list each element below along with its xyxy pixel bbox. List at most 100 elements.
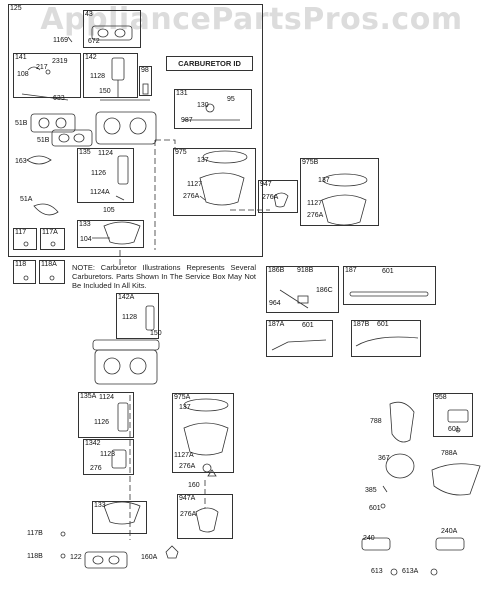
label-142A: 142A bbox=[118, 294, 135, 301]
part-276A-b: 276A bbox=[307, 212, 324, 219]
part-385: 385 bbox=[365, 487, 377, 494]
watermark: AppliancePartsPros.com bbox=[40, 2, 463, 37]
label-133: 133 bbox=[79, 221, 91, 228]
label-43: 43 bbox=[85, 11, 93, 18]
box-947A bbox=[177, 494, 233, 539]
part-137-b: 137 bbox=[318, 177, 330, 184]
part-108: 108 bbox=[17, 71, 29, 78]
box-187 bbox=[343, 266, 436, 305]
label-187A: 187A bbox=[268, 321, 285, 328]
part-137: 137 bbox=[197, 157, 209, 164]
box-118 bbox=[13, 260, 36, 284]
part-918B: 918B bbox=[297, 267, 314, 274]
part-95: 95 bbox=[227, 96, 235, 103]
part-367: 367 bbox=[378, 455, 390, 462]
box-975 bbox=[173, 148, 256, 216]
part-672: 672 bbox=[88, 38, 100, 45]
part-276A-c: 276A bbox=[179, 463, 196, 470]
part-276A-947: 276A bbox=[262, 194, 279, 201]
label-98: 98 bbox=[141, 67, 149, 74]
box-133 bbox=[77, 220, 144, 248]
part-150: 150 bbox=[99, 88, 111, 95]
part-118B: 118B bbox=[27, 553, 43, 560]
part-122: 122 bbox=[70, 554, 82, 561]
part-117B: 117B bbox=[27, 530, 43, 537]
part-137-c: 137 bbox=[179, 404, 191, 411]
part-1127-b: 1127 bbox=[307, 200, 323, 207]
part-1126-b: 1126 bbox=[94, 419, 110, 426]
part-788A: 788A bbox=[441, 450, 458, 457]
label-947A: 947A bbox=[179, 495, 196, 502]
part-276A-d: 276A bbox=[180, 511, 197, 518]
part-1124: 1124 bbox=[98, 150, 114, 157]
box-187A bbox=[266, 320, 333, 357]
box-1342 bbox=[83, 439, 134, 475]
label-975A: 975A bbox=[174, 394, 191, 401]
part-601-b: 601 bbox=[369, 505, 381, 512]
box-117 bbox=[13, 228, 37, 250]
box-958 bbox=[433, 393, 473, 437]
label-118A: 118A bbox=[41, 261, 57, 268]
label-187: 187 bbox=[345, 267, 357, 274]
label-125: 125 bbox=[10, 5, 22, 12]
part-601-187A: 601 bbox=[302, 322, 314, 329]
part-613: 613 bbox=[371, 568, 383, 575]
part-1128-b: 1128 bbox=[122, 314, 138, 321]
label-142: 142 bbox=[85, 54, 97, 61]
box-98 bbox=[139, 66, 152, 96]
box-117A bbox=[40, 228, 65, 250]
part-51A: 51A bbox=[20, 196, 33, 203]
label-141: 141 bbox=[15, 54, 27, 61]
label-118: 118 bbox=[15, 261, 27, 268]
part-104: 104 bbox=[80, 236, 92, 243]
box-947 bbox=[258, 180, 298, 213]
label-187B: 187B bbox=[353, 321, 370, 328]
box-43 bbox=[83, 10, 141, 48]
part-1127A: 1127A bbox=[174, 452, 194, 459]
label-1342: 1342 bbox=[85, 440, 101, 447]
label-135: 135 bbox=[79, 149, 91, 156]
part-601-187B: 601 bbox=[377, 321, 389, 328]
box-975B bbox=[300, 158, 379, 226]
box-135 bbox=[77, 148, 134, 203]
part-160A: 160A bbox=[141, 554, 158, 561]
part-1169: 1169 bbox=[53, 37, 69, 44]
box-133-lower bbox=[92, 501, 147, 534]
part-1127: 1127 bbox=[187, 181, 203, 188]
part-186C: 186C bbox=[316, 287, 333, 294]
part-1126: 1126 bbox=[91, 170, 107, 177]
part-276: 276 bbox=[90, 465, 102, 472]
label-117: 117 bbox=[15, 229, 27, 236]
label-975B: 975B bbox=[302, 159, 319, 166]
part-160: 160 bbox=[188, 482, 200, 489]
part-1123: 1123 bbox=[100, 451, 116, 458]
box-142A bbox=[116, 293, 159, 339]
label-186B: 186B bbox=[268, 267, 285, 274]
part-217: 217 bbox=[36, 64, 48, 71]
part-613A: 613A bbox=[402, 568, 419, 575]
label-958: 958 bbox=[435, 394, 447, 401]
carburetor-id-label: CARBURETOR ID bbox=[166, 56, 253, 71]
label-131: 131 bbox=[176, 90, 188, 97]
label-947: 947 bbox=[260, 181, 272, 188]
box-187B bbox=[351, 320, 421, 357]
part-601-958: 601 bbox=[448, 426, 460, 433]
box-118A bbox=[39, 260, 65, 284]
part-240: 240 bbox=[363, 535, 375, 542]
box-135A bbox=[78, 392, 134, 438]
part-163: 163 bbox=[15, 158, 27, 165]
box-186B bbox=[266, 266, 339, 313]
part-788: 788 bbox=[370, 418, 382, 425]
part-1124A: 1124A bbox=[90, 189, 110, 196]
part-964: 964 bbox=[269, 300, 281, 307]
part-276A: 276A bbox=[183, 193, 200, 200]
label-135A: 135A bbox=[80, 393, 97, 400]
part-130: 130 bbox=[197, 102, 209, 109]
part-2319: 2319 bbox=[52, 58, 68, 65]
label-133-lower: 133 bbox=[94, 502, 106, 509]
part-240A: 240A bbox=[441, 528, 458, 535]
part-51B-a: 51B bbox=[15, 120, 28, 127]
part-105: 105 bbox=[103, 207, 115, 214]
part-601-187: 601 bbox=[382, 268, 394, 275]
